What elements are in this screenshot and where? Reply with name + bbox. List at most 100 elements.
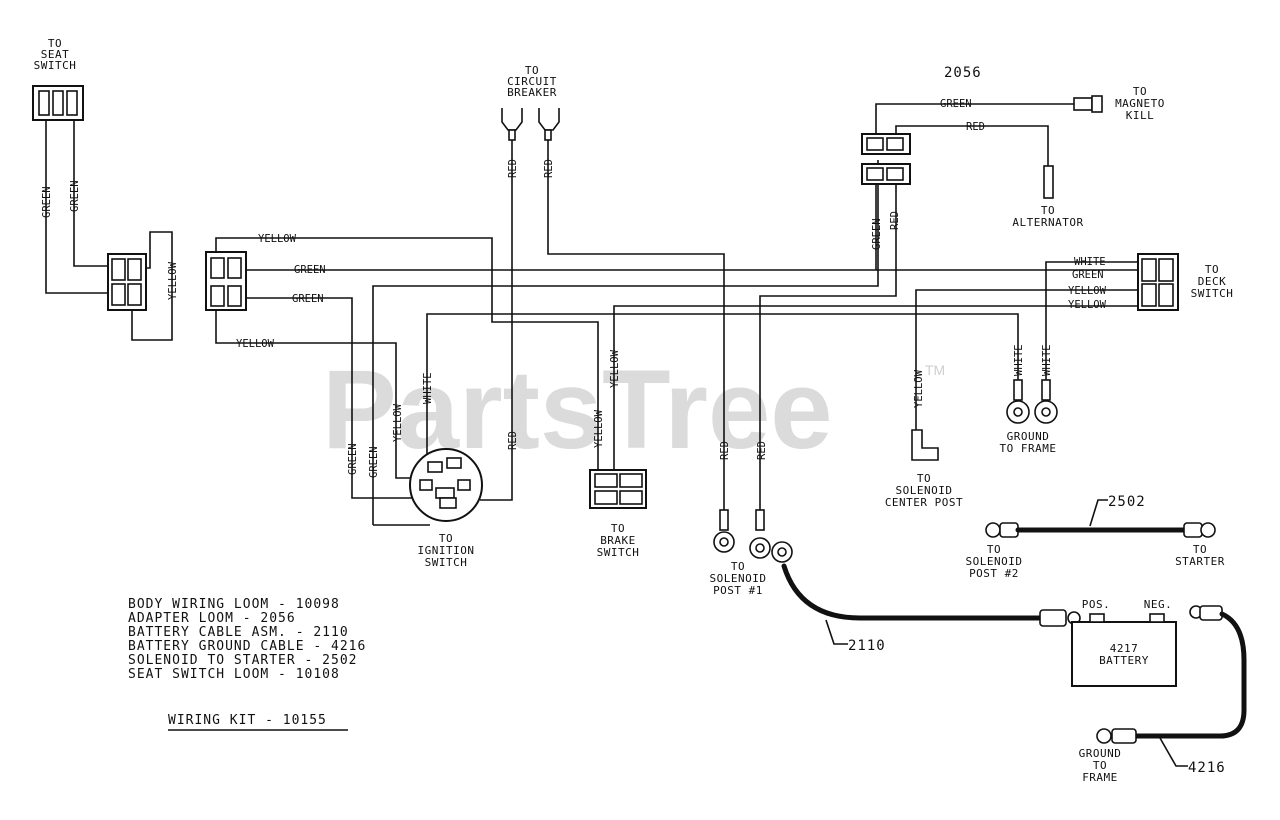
battery-neg-label: NEG. <box>1144 598 1173 611</box>
ground-ring-terminals <box>1006 379 1058 424</box>
svg-text:POST #1: POST #1 <box>713 584 763 597</box>
svg-text:STARTER: STARTER <box>1175 555 1225 568</box>
svg-text:SWITCH: SWITCH <box>1191 287 1234 300</box>
svg-text:TO: TO <box>1133 85 1147 98</box>
svg-text:TO: TO <box>611 522 625 535</box>
magneto-label: TO MAGNETO KILL <box>1115 85 1164 122</box>
starter-label: TO STARTER <box>1175 543 1225 568</box>
legend-item: BATTERY GROUND CABLE - 4216 <box>128 639 366 654</box>
svg-text:SEAT: SEAT <box>41 48 70 61</box>
wire-label-yellow: YELLOW <box>258 233 297 245</box>
adapter-connector-bottom <box>861 163 911 185</box>
wire-label-red: RED <box>966 121 985 133</box>
seat-switch-connector <box>32 85 84 121</box>
battery-cable-number: 2110 <box>848 638 886 654</box>
legend-item: BATTERY CABLE ASM. - 2110 <box>128 625 349 640</box>
starter-cable-number: 2502 <box>1108 494 1146 510</box>
wire-label-white: WHITE <box>1041 344 1053 376</box>
svg-text:GROUND: GROUND <box>1079 747 1122 760</box>
seat-loom-connector <box>107 253 147 311</box>
adapter-connector-top <box>861 133 911 155</box>
svg-text:SOLENOID: SOLENOID <box>710 572 767 585</box>
wire-label-green: GREEN <box>69 180 81 212</box>
solenoid-post2-label: TO SOLENOID POST #2 <box>966 543 1023 580</box>
wire-label-white: WHITE <box>1074 256 1106 268</box>
wire-label-green: GREEN <box>368 446 380 478</box>
svg-text:IGNITION: IGNITION <box>418 544 475 557</box>
svg-text:POST #2: POST #2 <box>969 567 1019 580</box>
wire-label-yellow: YELLOW <box>1068 299 1107 311</box>
svg-text:GROUND: GROUND <box>1007 430 1050 443</box>
legend-item: ADAPTER LOOM - 2056 <box>128 611 296 626</box>
watermark: PartsTree <box>322 347 833 472</box>
wire-label-red: RED <box>889 211 901 230</box>
svg-text:TO: TO <box>1041 204 1055 217</box>
wire-label-green: GREEN <box>347 443 359 475</box>
wire-label-yellow: YELLOW <box>392 403 404 442</box>
magneto-kill-connector <box>1073 95 1103 113</box>
svg-text:CENTER POST: CENTER POST <box>885 496 963 509</box>
ground-cable-number: 4216 <box>1188 760 1226 776</box>
brake-label: TO BRAKE SWITCH <box>597 522 640 559</box>
ignition-switch <box>409 448 483 522</box>
wire-label-red: RED <box>507 431 519 450</box>
wire-label-green: GREEN <box>292 293 324 305</box>
brake-switch-connector <box>589 469 647 509</box>
solenoid-post1-label: TO SOLENOID POST #1 <box>710 560 767 597</box>
svg-text:TO: TO <box>731 560 745 573</box>
legend-item: SEAT SWITCH LOOM - 10108 <box>128 667 340 682</box>
wire-label-red: RED <box>756 441 768 460</box>
ignition-label: TO IGNITION SWITCH <box>418 532 475 569</box>
svg-text:SOLENOID: SOLENOID <box>896 484 953 497</box>
ground-frame-label-bottom: GROUND TO FRAME <box>1079 747 1122 784</box>
wire-label-yellow: YELLOW <box>167 261 179 300</box>
wire-label-green: GREEN <box>871 218 883 250</box>
svg-text:TO: TO <box>1205 263 1219 276</box>
watermark-tm: TM <box>925 362 945 378</box>
wire-label-red: RED <box>719 441 731 460</box>
wire-label-red: RED <box>543 159 555 178</box>
alternator-terminal <box>1043 165 1054 199</box>
svg-text:TO: TO <box>1193 543 1207 556</box>
battery: 4217 BATTERY <box>1071 613 1177 687</box>
svg-text:BREAKER: BREAKER <box>507 86 557 99</box>
ground-frame-label-top: GROUND TO FRAME <box>1000 430 1056 455</box>
wire-label-white: WHITE <box>422 372 434 404</box>
wire-label-green: GREEN <box>41 186 53 218</box>
alternator-label: TO ALTERNATOR <box>1012 204 1083 229</box>
battery-cable-2110 <box>771 541 1081 627</box>
wire-label-yellow: YELLOW <box>236 338 275 350</box>
svg-text:BRAKE: BRAKE <box>600 534 636 547</box>
solenoid-center-label: TO SOLENOID CENTER POST <box>885 472 963 509</box>
battery-pos-label: POS. <box>1082 598 1111 611</box>
svg-text:TO: TO <box>48 37 62 50</box>
solenoid-center-terminal <box>911 429 939 461</box>
adapter-part-number: 2056 <box>944 65 982 81</box>
parts-legend: BODY WIRING LOOM - 10098 ADAPTER LOOM - … <box>128 597 366 682</box>
wire-label-yellow: YELLOW <box>609 349 621 388</box>
svg-text:CIRCUIT: CIRCUIT <box>507 75 557 88</box>
svg-text:TO: TO <box>987 543 1001 556</box>
solenoid-post1-terminals <box>713 509 771 559</box>
svg-text:SWITCH: SWITCH <box>597 546 640 559</box>
legend-item: SOLENOID TO STARTER - 2502 <box>128 653 358 668</box>
svg-text:DECK: DECK <box>1198 275 1227 288</box>
wire-label-red: RED <box>507 159 519 178</box>
svg-text:ALTERNATOR: ALTERNATOR <box>1012 216 1083 229</box>
circuit-breaker-terminals <box>501 108 560 141</box>
battery-name: BATTERY <box>1099 654 1149 667</box>
legend-item: BODY WIRING LOOM - 10098 <box>128 597 340 612</box>
wire-label-green: GREEN <box>1072 269 1104 281</box>
svg-text:TO: TO <box>917 472 931 485</box>
wire-label-yellow: YELLOW <box>593 409 605 448</box>
deck-label: TO DECK SWITCH <box>1191 263 1234 300</box>
circuit-breaker-label: TO CIRCUIT BREAKER <box>507 64 557 99</box>
svg-text:TO: TO <box>525 64 539 77</box>
svg-text:SOLENOID: SOLENOID <box>966 555 1023 568</box>
battery-number: 4217 <box>1110 642 1139 655</box>
wire-label-green: GREEN <box>294 264 326 276</box>
svg-text:SWITCH: SWITCH <box>34 59 77 72</box>
svg-text:TO: TO <box>1093 759 1107 772</box>
wire-label-white: WHITE <box>1013 344 1025 376</box>
